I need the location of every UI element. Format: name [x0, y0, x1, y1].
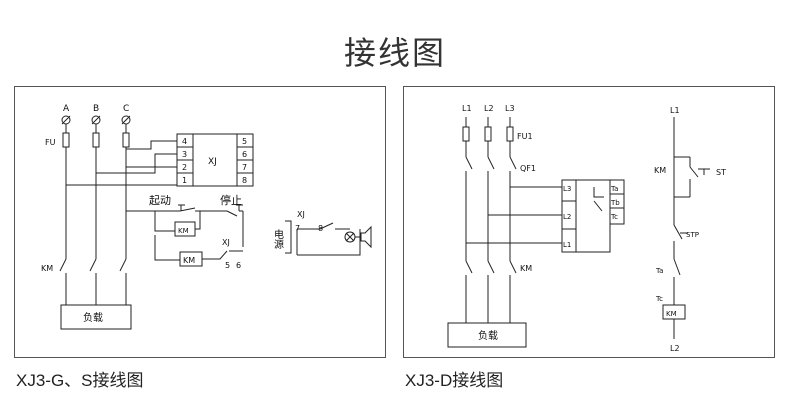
alarm-terminal-7: 7 [295, 224, 300, 233]
relay-xj3-d-block [561, 179, 625, 253]
relay-terminal-4: 4 [182, 137, 187, 146]
xj-contact-label: XJ [222, 238, 230, 247]
control-circuit [126, 204, 244, 267]
ctrl-l2-label: L2 [670, 344, 680, 353]
relay-terminal-2: 2 [182, 163, 187, 172]
control-ladder [662, 117, 710, 339]
three-phase-power-lines [447, 117, 562, 348]
caption-xj3-d: XJ3-D接线图 [405, 371, 504, 390]
relay-terminal-7: 7 [242, 163, 247, 172]
diagram-panel-xj3-gs: A B C FU KM 负载 4 3 2 1 XJ 5 6 7 8 [14, 86, 386, 358]
fuse-fu1-label: FU1 [517, 132, 533, 141]
relay-terminal-l3: L3 [563, 185, 571, 193]
diagram-panel-xj3-d: L1 L2 L3 FU1 QF1 KM 负载 L3 L2 L1 Ta Tb Tc [403, 86, 775, 358]
xj3-gs-wiring-diagram: A B C FU KM 负载 4 3 2 1 XJ 5 6 7 8 [41, 104, 372, 330]
phase-c-label: C [123, 104, 129, 114]
main-km-label: KM [520, 264, 532, 273]
three-phase-lines [59, 115, 132, 330]
ctrl-km-label: KM [654, 166, 666, 175]
relay-name: XJ [208, 157, 217, 167]
load-label: 负载 [83, 311, 103, 324]
ctrl-tc-label: Tc [655, 295, 663, 303]
main-km-label: KM [41, 264, 53, 273]
relay-feed-wires [66, 140, 177, 186]
start-button-label: 起动 [149, 194, 171, 207]
ctrl-km-coil-label: KM [666, 310, 677, 318]
fuse-label: FU [45, 138, 56, 147]
line-l2-label: L2 [484, 104, 494, 113]
relay-terminal-5: 5 [242, 137, 247, 146]
alarm-circuit [285, 220, 372, 256]
breaker-qf1-label: QF1 [520, 164, 536, 173]
ctrl-st-label: ST [716, 168, 726, 177]
caption-xj3-gs: XJ3-G、S接线图 [16, 371, 144, 390]
ctrl-stp-label: STP [686, 231, 699, 239]
page-title: 接线图 [343, 34, 446, 72]
aux-km-label: KM [178, 227, 189, 235]
xj-contact-5: 5 [225, 261, 230, 270]
relay-terminal-1: 1 [182, 176, 187, 185]
xj3-d-wiring-diagram: L1 L2 L3 FU1 QF1 KM 负载 L3 L2 L1 Ta Tb Tc [447, 104, 726, 353]
ctrl-l1-label: L1 [670, 106, 680, 115]
relay-xj-block [176, 133, 254, 187]
relay-terminal-6: 6 [242, 150, 247, 159]
stop-button-label: 停止 [220, 193, 242, 207]
relay-terminal-l1: L1 [563, 241, 571, 249]
phase-b-label: B [93, 104, 99, 114]
load-label: 负载 [478, 329, 498, 342]
ctrl-ta-label: Ta [655, 267, 663, 275]
km-coil-label: KM [183, 256, 195, 265]
line-l3-label: L3 [505, 104, 515, 113]
xj-contact-6: 6 [236, 261, 241, 270]
relay-output-ta: Ta [610, 185, 618, 193]
relay-terminal-8: 8 [242, 176, 247, 185]
alarm-terminal-8: 8 [318, 224, 323, 233]
alarm-xj-label: XJ [297, 210, 305, 219]
relay-output-tb: Tb [610, 199, 620, 207]
power-label: 电源 [272, 228, 284, 250]
line-l1-label: L1 [462, 104, 472, 113]
relay-terminal-3: 3 [182, 150, 187, 159]
relay-terminal-l2: L2 [563, 213, 571, 221]
phase-a-label: A [63, 104, 70, 114]
relay-output-tc: Tc [610, 213, 618, 221]
